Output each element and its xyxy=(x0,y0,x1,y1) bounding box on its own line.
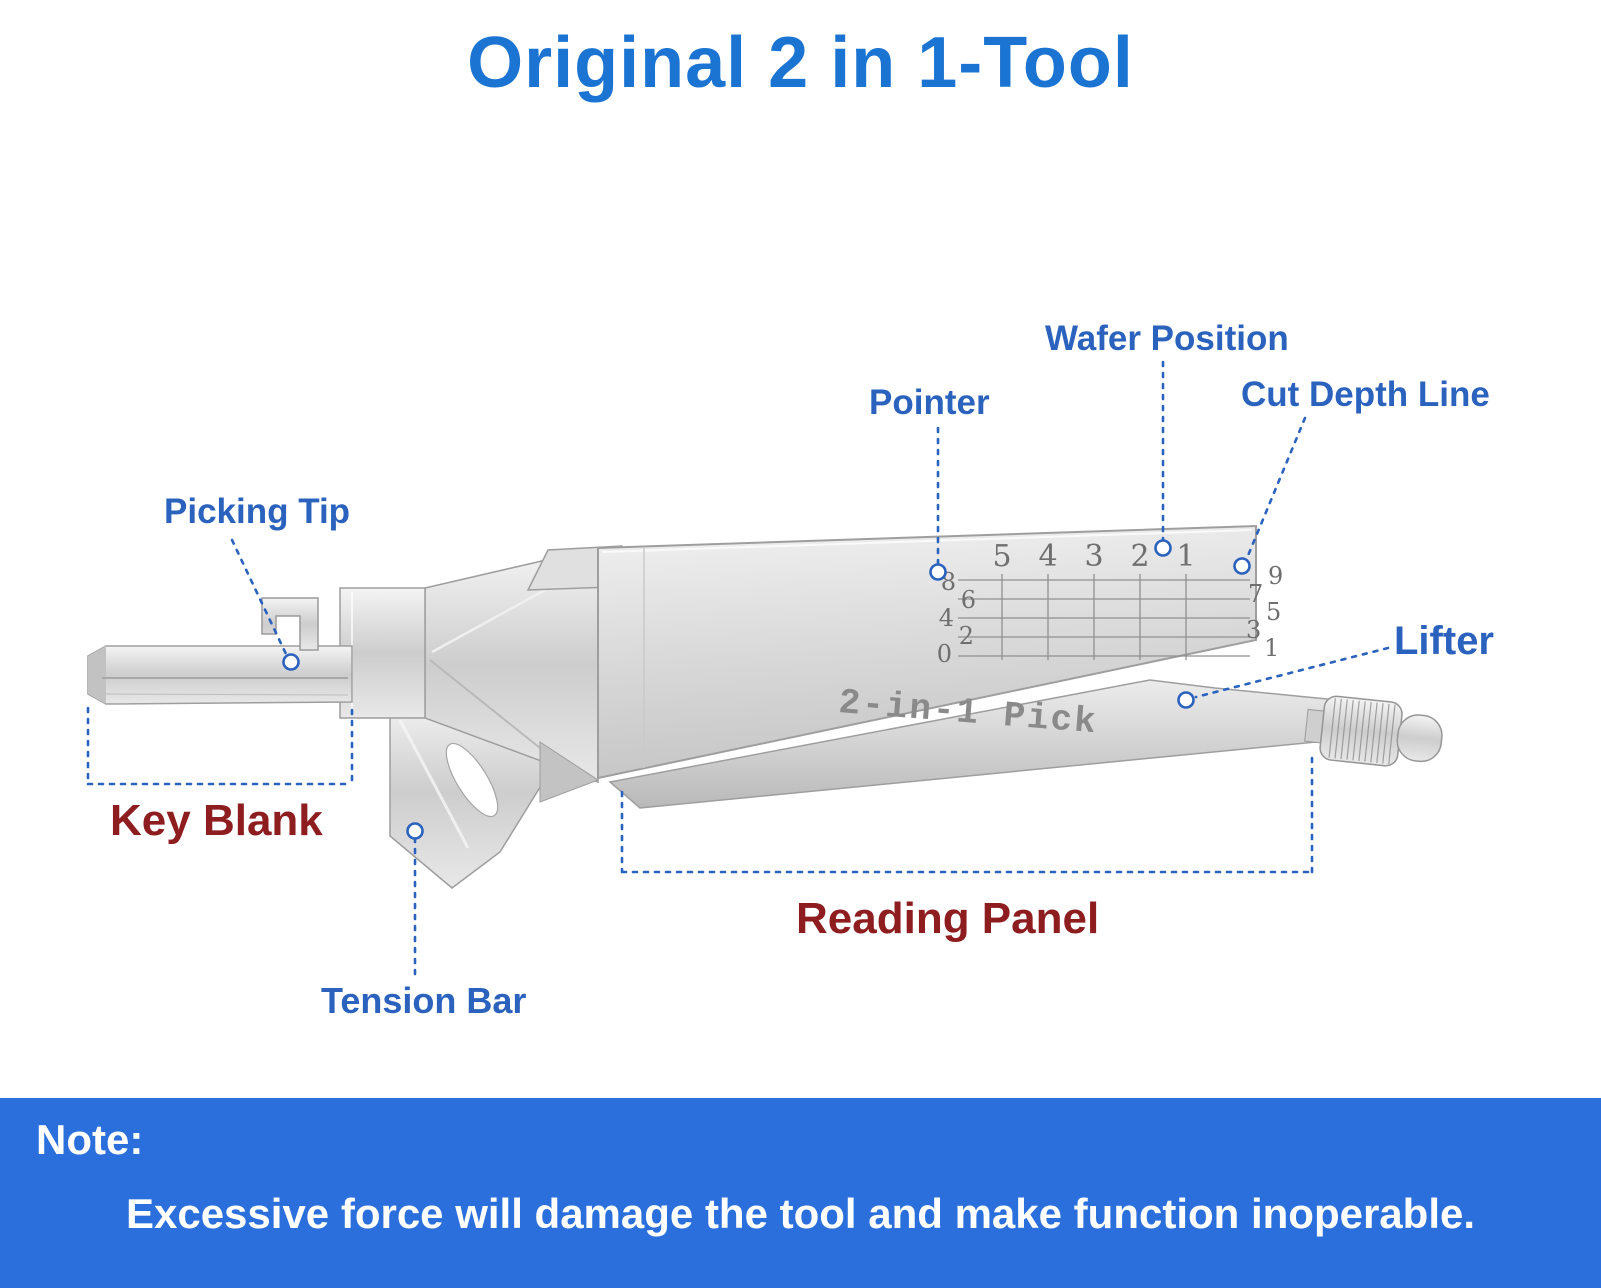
label-cut-depth-line: Cut Depth Line xyxy=(1241,375,1490,414)
note-heading: Note: xyxy=(36,1116,144,1163)
key-blank-bracket xyxy=(86,706,354,786)
cut-depth-marker xyxy=(1233,557,1251,575)
label-reading-panel: Reading Panel xyxy=(796,894,1100,943)
label-key-blank: Key Blank xyxy=(110,796,323,845)
scale-right-3: 3 xyxy=(1246,616,1261,644)
key-blank-shape xyxy=(87,645,353,705)
scale-top-5: 5 xyxy=(992,539,1011,574)
cut-depth-leader xyxy=(1245,416,1307,560)
reading-panel-shape xyxy=(597,524,1257,780)
label-tension-bar: Tension Bar xyxy=(321,980,527,1021)
picking-tip-leader xyxy=(230,538,288,656)
wafer-position-marker xyxy=(1154,539,1172,557)
picking-tip-shape xyxy=(261,597,319,651)
scale-top-3: 3 xyxy=(1084,539,1103,574)
page-title: Original 2 in 1-Tool xyxy=(467,23,1134,103)
scale-left-6: 6 xyxy=(961,586,976,614)
note-banner: Note: Excessive force will damage the to… xyxy=(0,1098,1601,1288)
pointer-marker xyxy=(929,563,947,581)
label-wafer-position: Wafer Position xyxy=(1045,319,1289,358)
reading-panel-bracket xyxy=(620,756,1314,874)
scale-right-1: 1 xyxy=(1264,634,1279,662)
scale-left-2: 2 xyxy=(959,622,974,650)
knurled-knob-shape xyxy=(1304,695,1443,767)
label-picking-tip: Picking Tip xyxy=(164,492,351,531)
lifter-leader xyxy=(1194,646,1390,699)
scale-top-1: 1 xyxy=(1176,539,1195,574)
scale-top-4: 4 xyxy=(1038,539,1057,574)
tension-bar-marker xyxy=(406,822,424,840)
scale-left-4: 4 xyxy=(939,604,954,632)
scale-top-2: 2 xyxy=(1130,539,1149,574)
scale-right-7: 7 xyxy=(1248,580,1263,608)
scale-top-numbers: 5 4 3 2 1 xyxy=(992,539,1195,574)
scale-right-9: 9 xyxy=(1268,562,1283,590)
scale-left-0: 0 xyxy=(937,640,952,668)
scale-right-numbers: 9 7 5 3 1 xyxy=(1246,562,1283,662)
picking-tip-marker xyxy=(282,653,300,671)
label-pointer: Pointer xyxy=(869,383,990,422)
label-lifter: Lifter xyxy=(1394,619,1494,663)
lifter-marker xyxy=(1177,691,1195,709)
note-text: Excessive force will damage the tool and… xyxy=(125,1190,1476,1237)
scale-right-5: 5 xyxy=(1266,598,1281,626)
